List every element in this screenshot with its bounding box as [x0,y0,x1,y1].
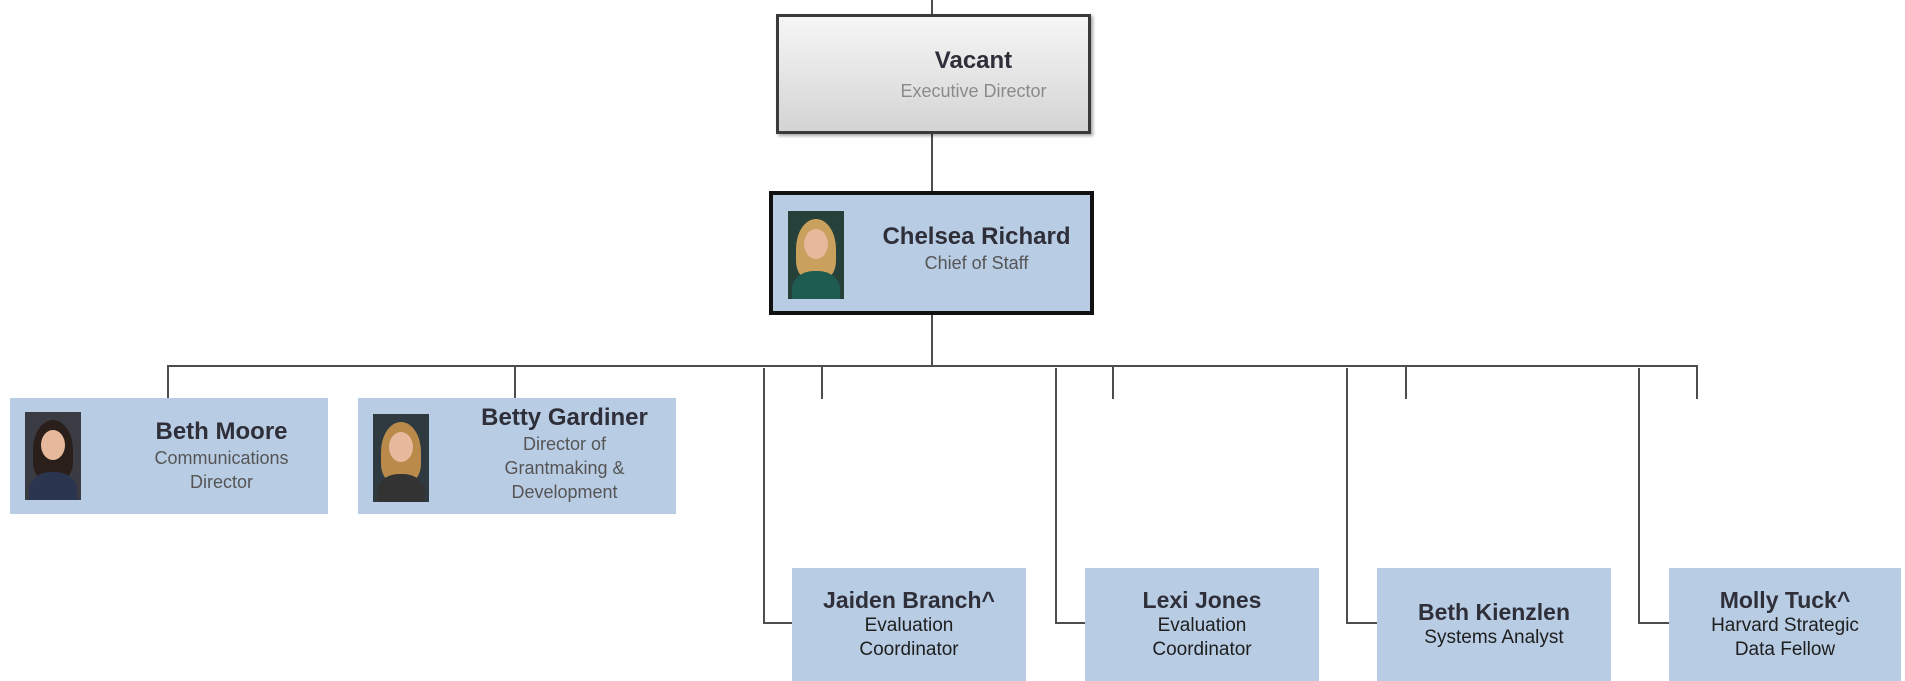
connector-horiz-jaiden [763,622,793,624]
connector-exec-chief [931,134,933,191]
org-box-beth-moore[interactable]: Beth Moore Communications Director [10,398,328,514]
connector-stub-3 [1405,365,1407,399]
connector-horiz-kienzlen [1346,622,1378,624]
person-photo-icon [373,414,429,502]
org-box-lexi-jones[interactable]: Lexi Jones Evaluation Coordinator [1085,568,1319,681]
betty-gardiner-title-2: Grantmaking & [504,458,625,478]
jaiden-branch-title-2: Coordinator [859,639,959,660]
molly-tuck-name: Molly Tuck^ [1719,587,1851,613]
org-box-molly-tuck[interactable]: Molly Tuck^ Harvard Strategic Data Fello… [1669,568,1901,681]
connector-horizontal-bus [167,365,1697,367]
molly-tuck-title-1: Harvard Strategic [1711,615,1859,636]
chief-title: Chief of Staff [924,253,1029,273]
lexi-jones-title-2: Coordinator [1152,639,1252,660]
org-box-chief-of-staff[interactable]: Chelsea Richard Chief of Staff [769,191,1094,315]
jaiden-branch-name: Jaiden Branch^ [823,587,995,613]
jaiden-branch-title-1: Evaluation [864,615,954,636]
betty-gardiner-name: Betty Gardiner [481,404,648,431]
connector-vert-kienzlen [1346,368,1348,624]
executive-name: Vacant [934,47,1013,74]
connector-horiz-lexi [1055,622,1085,624]
org-box-betty-gardiner[interactable]: Betty Gardiner Director of Grantmaking &… [358,398,676,514]
connector-chief-down [931,315,933,366]
connector-horiz-molly [1638,622,1670,624]
beth-moore-name: Beth Moore [155,418,288,445]
beth-moore-title-2: Director [189,472,253,492]
executive-title: Executive Director [900,81,1047,101]
connector-vert-jaiden [763,368,765,624]
lexi-jones-name: Lexi Jones [1142,587,1262,613]
beth-kienzlen-name: Beth Kienzlen [1417,599,1571,625]
org-box-executive-director[interactable]: Vacant Executive Director [776,14,1091,134]
connector-drop-betty-gardiner [514,365,516,399]
org-box-beth-kienzlen[interactable]: Beth Kienzlen Systems Analyst [1377,568,1611,681]
lexi-jones-title-1: Evaluation [1157,615,1247,636]
person-photo-icon [788,211,844,299]
org-box-jaiden-branch[interactable]: Jaiden Branch^ Evaluation Coordinator [792,568,1026,681]
connector-stub-2 [1112,365,1114,399]
connector-drop-beth-moore [167,365,169,399]
connector-vert-lexi [1055,368,1057,624]
molly-tuck-title-2: Data Fellow [1734,639,1836,660]
betty-gardiner-title-3: Development [511,482,618,502]
connector-top [931,0,933,14]
beth-moore-title-1: Communications [154,448,289,468]
person-photo-icon [25,412,81,500]
beth-kienzlen-title-1: Systems Analyst [1424,627,1564,648]
connector-stub-1 [821,365,823,399]
connector-vert-molly [1638,368,1640,624]
chief-name: Chelsea Richard [882,223,1071,250]
betty-gardiner-title-1: Director of [522,434,607,454]
connector-stub-4 [1696,365,1698,399]
